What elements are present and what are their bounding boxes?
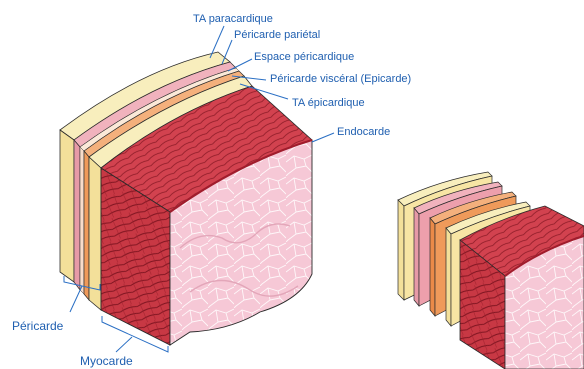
exploded-layers-block [398,172,584,369]
label-endocarde: Endocarde [337,126,390,138]
label-ta-paracardique: TA paracardique [193,13,273,25]
label-ta-epicardique: TA épicardique [292,97,365,109]
leader-endocarde [312,133,334,142]
label-myocarde: Myocarde [80,355,133,367]
label-espace-pericardique: Espace péricardique [254,51,354,63]
label-pericarde-parietal: Péricarde pariétal [234,29,320,41]
main-wall-block [60,52,312,345]
label-pericarde: Péricarde [12,320,63,332]
label-pericarde-visceral: Péricarde viscéral (Epicarde) [270,73,411,85]
